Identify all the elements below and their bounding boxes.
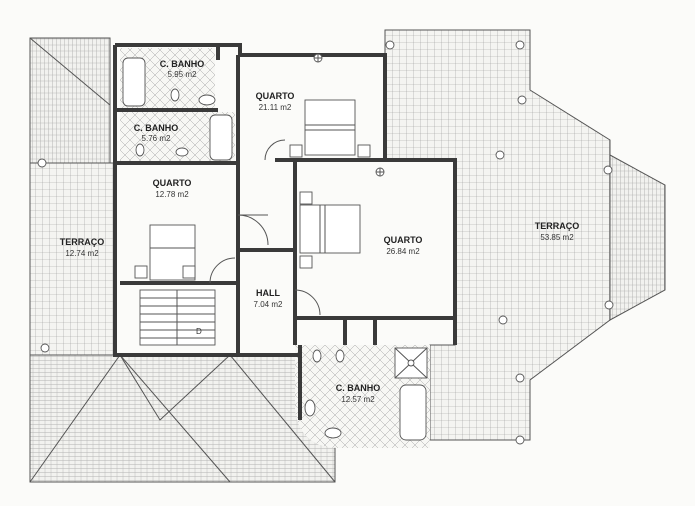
room-label-quarto-21: QUARTO 21.11 m2 [256, 91, 295, 112]
room-name: C. BANHO [336, 383, 381, 393]
bed-quarto-26 [299, 191, 361, 269]
columns [37, 40, 614, 445]
bed-quarto-21 [289, 99, 371, 158]
room-name: HALL [256, 288, 280, 298]
room-name: QUARTO [384, 235, 423, 245]
shower-3 [394, 347, 428, 379]
roof-bottom [29, 354, 336, 483]
sinks [175, 94, 342, 439]
room-name: TERRAÇO [535, 221, 580, 231]
stair-direction-label: D [196, 327, 202, 336]
room-name: TERRAÇO [60, 237, 105, 247]
staircase [139, 289, 216, 346]
room-area: 5.95 m2 [168, 70, 197, 79]
door-swings [209, 139, 321, 316]
room-label-bathroom-2: C. BANHO 5.76 m2 [134, 123, 179, 143]
bathtub-3 [399, 384, 427, 441]
room-area: 12.74 m2 [65, 249, 99, 258]
toilets [135, 88, 345, 363]
room-label-bathroom-1: C. BANHO 5.95 m2 [160, 59, 205, 79]
roof-right-bay [609, 154, 666, 321]
room-area: 12.57 m2 [341, 395, 375, 404]
room-label-quarto-12: QUARTO 12.78 m2 [153, 178, 192, 199]
room-area: 53.85 m2 [540, 233, 574, 242]
terrace-left-floor [29, 162, 116, 356]
bathtub-2 [209, 114, 233, 161]
room-label-bathroom-3: C. BANHO 12.57 m2 [336, 383, 381, 404]
bed-quarto-12 [134, 224, 196, 281]
bathtub-1 [122, 57, 146, 107]
roof-left-upper [29, 37, 111, 164]
room-name: C. BANHO [134, 123, 179, 133]
room-area: 5.76 m2 [142, 134, 171, 143]
room-name: QUARTO [153, 178, 192, 188]
room-area: 12.78 m2 [155, 190, 189, 199]
room-area: 26.84 m2 [386, 247, 420, 256]
room-area: 7.04 m2 [254, 300, 283, 309]
room-area: 21.11 m2 [259, 103, 292, 112]
room-label-terrace-right: TERRAÇO 53.85 m2 [535, 221, 580, 242]
room-name: QUARTO [256, 91, 295, 101]
room-label-hall: HALL 7.04 m2 [254, 288, 283, 309]
room-name: C. BANHO [160, 59, 205, 69]
interior-walls [115, 45, 455, 355]
ceiling-lights [313, 53, 385, 177]
room-label-terrace-left: TERRAÇO 12.74 m2 [60, 237, 105, 258]
room-label-quarto-26: QUARTO 26.84 m2 [384, 235, 423, 256]
